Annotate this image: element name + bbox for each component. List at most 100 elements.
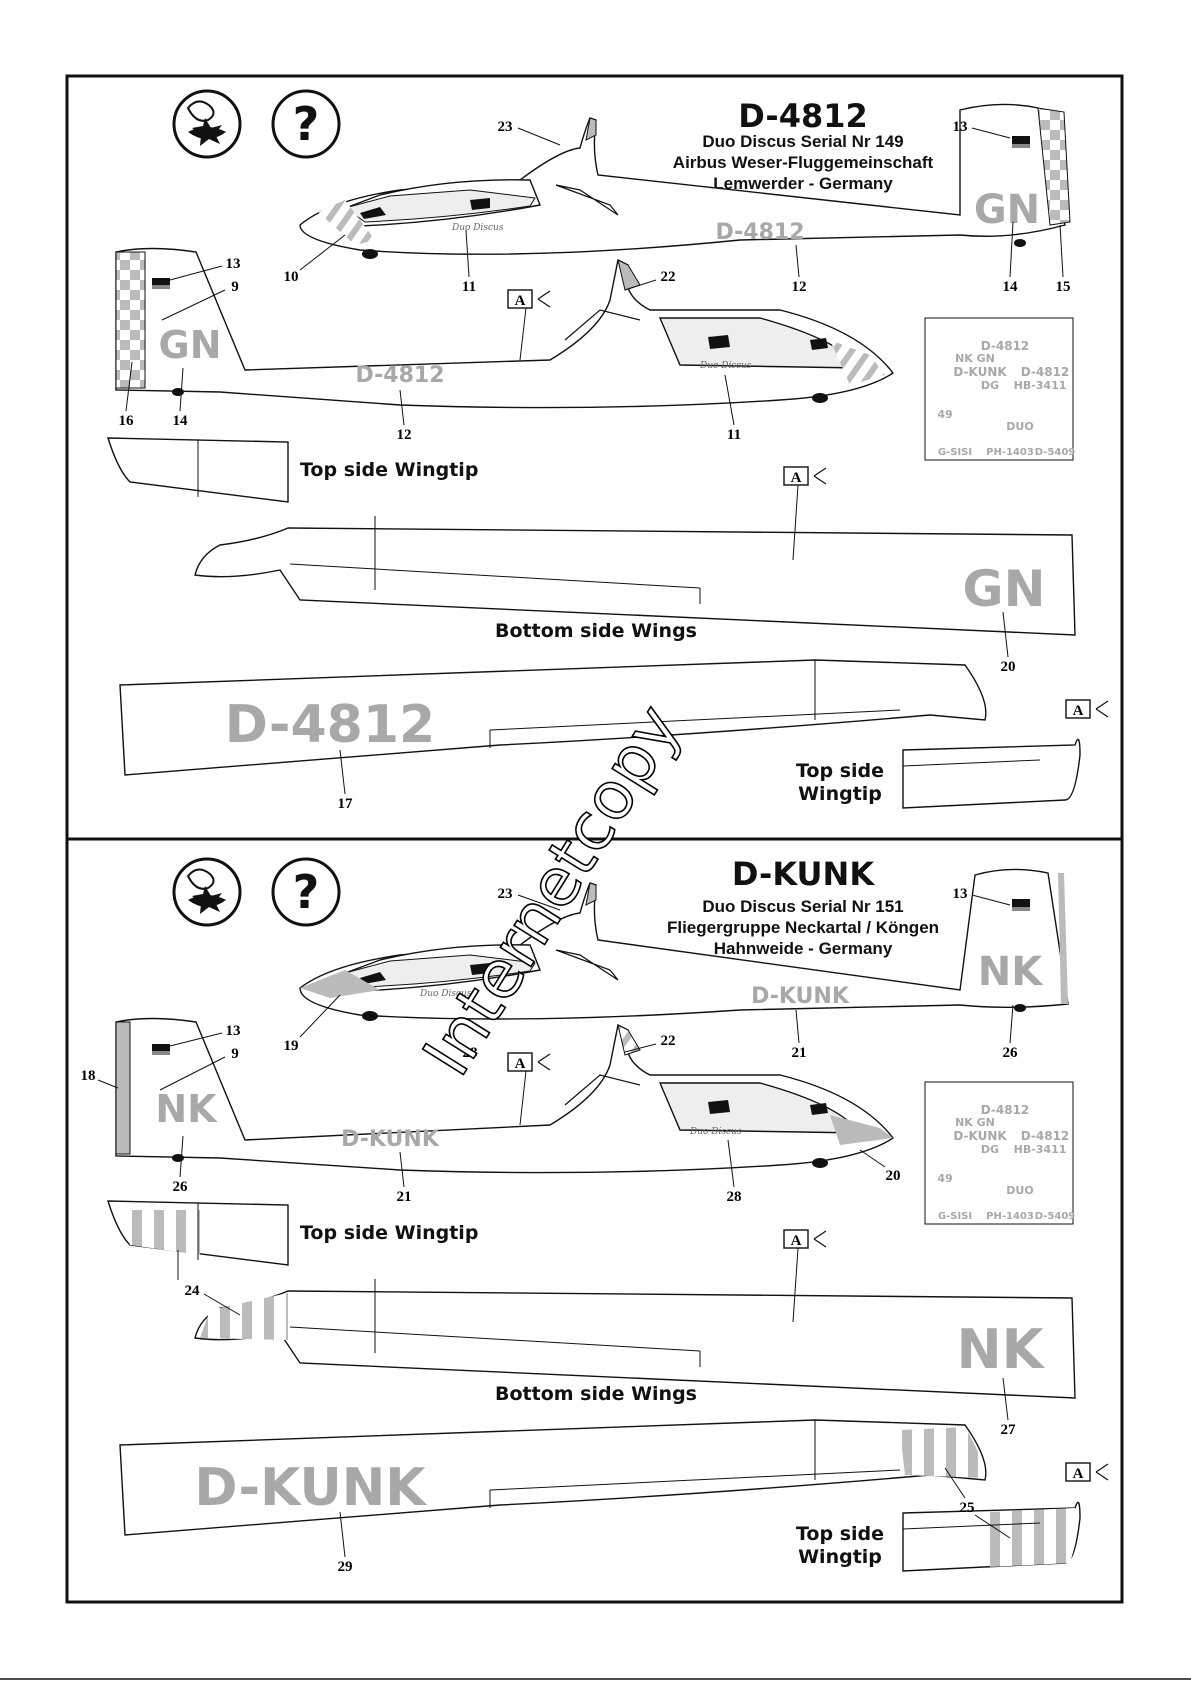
top-wingtip-right: Top side Wingtip bbox=[796, 1501, 1081, 1572]
model-line: Duo Discus Serial Nr 151 bbox=[702, 897, 903, 916]
svg-text:NK GN: NK GN bbox=[955, 352, 995, 365]
svg-text:D-4812: D-4812 bbox=[981, 339, 1030, 353]
svg-text:A: A bbox=[791, 470, 802, 486]
svg-text:A: A bbox=[1073, 1466, 1084, 1482]
svg-text:24: 24 bbox=[185, 1283, 201, 1299]
callouts: 23 13 10 11 12 14 15 13 9 22 16 14 12 bbox=[119, 119, 1071, 812]
location: Hahnweide - Germany bbox=[714, 939, 893, 958]
svg-text:22: 22 bbox=[661, 269, 676, 285]
location: Lemwerder - Germany bbox=[713, 174, 893, 193]
svg-text:12: 12 bbox=[792, 279, 807, 295]
panel-frame-bottom bbox=[65, 837, 1124, 1604]
svg-text:13: 13 bbox=[953, 886, 968, 902]
caption-bottom-wings: Bottom side Wings bbox=[495, 620, 697, 642]
svg-text:DG: DG bbox=[981, 1143, 999, 1156]
svg-text:11: 11 bbox=[462, 279, 476, 295]
svg-text:28: 28 bbox=[727, 1189, 742, 1205]
svg-text:A: A bbox=[515, 293, 526, 309]
wing-bottom-code: NK bbox=[956, 1318, 1045, 1381]
watermark: Internetcopy bbox=[408, 692, 696, 1089]
svg-text:NK GN: NK GN bbox=[955, 1116, 995, 1129]
tail-code-2: NK bbox=[155, 1087, 218, 1131]
top-wingtip-left: Top side Wingtip bbox=[107, 1200, 478, 1266]
club-name: Fliegergruppe Neckartal / Köngen bbox=[667, 918, 939, 937]
script-name-2: Duo Discus bbox=[689, 1127, 742, 1137]
script-name-2: Duo Discus bbox=[699, 361, 752, 371]
svg-text:DUO: DUO bbox=[1006, 420, 1033, 433]
top-wingtip-right: Top side Wingtip bbox=[796, 738, 1081, 809]
top-wing: D-4812 bbox=[119, 659, 987, 776]
svg-text:A: A bbox=[515, 1056, 526, 1072]
callouts: 23 13 19 21 26 28 13 9 18 22 26 21 28 bbox=[81, 886, 1019, 1575]
svg-text:13: 13 bbox=[226, 256, 241, 272]
decal-sheet-thumbnail: D-4812 NK GN D-KUNK D-4812 DG HB-3411 49… bbox=[924, 1081, 1075, 1225]
svg-text:D-4812: D-4812 bbox=[1021, 365, 1070, 379]
svg-text:G-SISI: G-SISI bbox=[938, 447, 972, 458]
svg-text:9: 9 bbox=[231, 279, 239, 295]
svg-text:?: ? bbox=[293, 97, 320, 151]
svg-text:23: 23 bbox=[498, 886, 513, 902]
fuselage-code-2: D-KUNK bbox=[341, 1127, 440, 1152]
script-name: Duo Discus bbox=[451, 223, 504, 233]
tail-code: NK bbox=[978, 949, 1044, 995]
svg-text:29: 29 bbox=[338, 1559, 353, 1575]
caption-top-side: Top side bbox=[796, 760, 884, 782]
registration-title: D-4812 bbox=[738, 97, 868, 135]
svg-text:13: 13 bbox=[226, 1023, 241, 1039]
svg-text:D-5409: D-5409 bbox=[1035, 447, 1076, 458]
top-wingtip-left: Top side Wingtip bbox=[107, 437, 478, 503]
svg-text:13: 13 bbox=[953, 119, 968, 135]
svg-text:21: 21 bbox=[792, 1045, 807, 1061]
arrow-marker: A bbox=[1065, 1462, 1109, 1482]
wing-top-code: D-KUNK bbox=[194, 1458, 427, 1518]
fuselage-code: D-KUNK bbox=[751, 984, 850, 1009]
glider-side-view-left: Duo Discus D-KUNK NK bbox=[299, 868, 1069, 1021]
svg-text:A: A bbox=[1073, 703, 1084, 719]
model-line: Duo Discus Serial Nr 149 bbox=[702, 132, 903, 151]
tail-code-2: GN bbox=[159, 323, 222, 367]
top-wing: D-KUNK bbox=[119, 1419, 987, 1536]
svg-text:PH-1403: PH-1403 bbox=[986, 1211, 1034, 1222]
svg-text:D-4812: D-4812 bbox=[981, 1103, 1030, 1117]
caption-wingtip: Wingtip bbox=[798, 1546, 882, 1568]
paint-mask-icon bbox=[172, 89, 242, 159]
svg-text:DUO: DUO bbox=[1006, 1184, 1033, 1197]
caption-top-wingtip: Top side Wingtip bbox=[300, 459, 478, 481]
script-name: Duo Discus bbox=[419, 989, 472, 999]
svg-text:HB-3411: HB-3411 bbox=[1014, 379, 1067, 392]
arrow-marker: A bbox=[507, 1052, 551, 1072]
tail-code: GN bbox=[974, 187, 1040, 233]
svg-text:12: 12 bbox=[397, 427, 412, 443]
decal-sheet-thumbnail: D-4812 NK GN D-KUNK D-4812 DG HB-3411 49… bbox=[924, 317, 1076, 461]
svg-text:D-4812: D-4812 bbox=[1021, 1129, 1070, 1143]
panel-d4812: ? D-4812 Duo Discus Serial Nr 149 Airbus… bbox=[107, 89, 1109, 812]
glider-side-view-right: Duo Discus D-KUNK NK bbox=[115, 1017, 895, 1174]
wing-bottom-code: GN bbox=[963, 560, 1046, 618]
svg-text:14: 14 bbox=[1003, 279, 1019, 295]
question-icon: ? bbox=[271, 857, 341, 927]
panel-dkunk: ? D-KUNK Duo Discus Serial Nr 151 Fliege… bbox=[81, 855, 1109, 1575]
svg-text:17: 17 bbox=[338, 796, 354, 812]
club-name: Airbus Weser-Fluggemeinschaft bbox=[673, 153, 934, 172]
svg-text:16: 16 bbox=[119, 413, 135, 429]
caption-top-side: Top side bbox=[796, 1523, 884, 1545]
svg-text:D-KUNK: D-KUNK bbox=[953, 1129, 1007, 1143]
svg-text:27: 27 bbox=[1001, 1422, 1017, 1438]
arrow-marker: A bbox=[507, 289, 551, 309]
fuselage-code: D-4812 bbox=[715, 220, 804, 245]
bottom-wing: Bottom side Wings NK bbox=[194, 1279, 1076, 1405]
svg-text:15: 15 bbox=[1056, 279, 1071, 295]
svg-text:G-SISI: G-SISI bbox=[938, 1211, 972, 1222]
question-icon: ? bbox=[271, 89, 341, 159]
glider-side-view-right: Duo Discus D-4812 GN bbox=[115, 247, 895, 409]
svg-text:26: 26 bbox=[173, 1179, 189, 1195]
svg-text:20: 20 bbox=[1001, 659, 1016, 675]
bottom-wing: Bottom side Wings GN bbox=[194, 516, 1076, 642]
svg-text:25: 25 bbox=[960, 1500, 975, 1516]
svg-text:?: ? bbox=[293, 865, 320, 919]
svg-text:49: 49 bbox=[937, 1172, 952, 1185]
svg-text:A: A bbox=[791, 1233, 802, 1249]
caption-bottom-wings: Bottom side Wings bbox=[495, 1383, 697, 1405]
svg-text:21: 21 bbox=[397, 1189, 412, 1205]
